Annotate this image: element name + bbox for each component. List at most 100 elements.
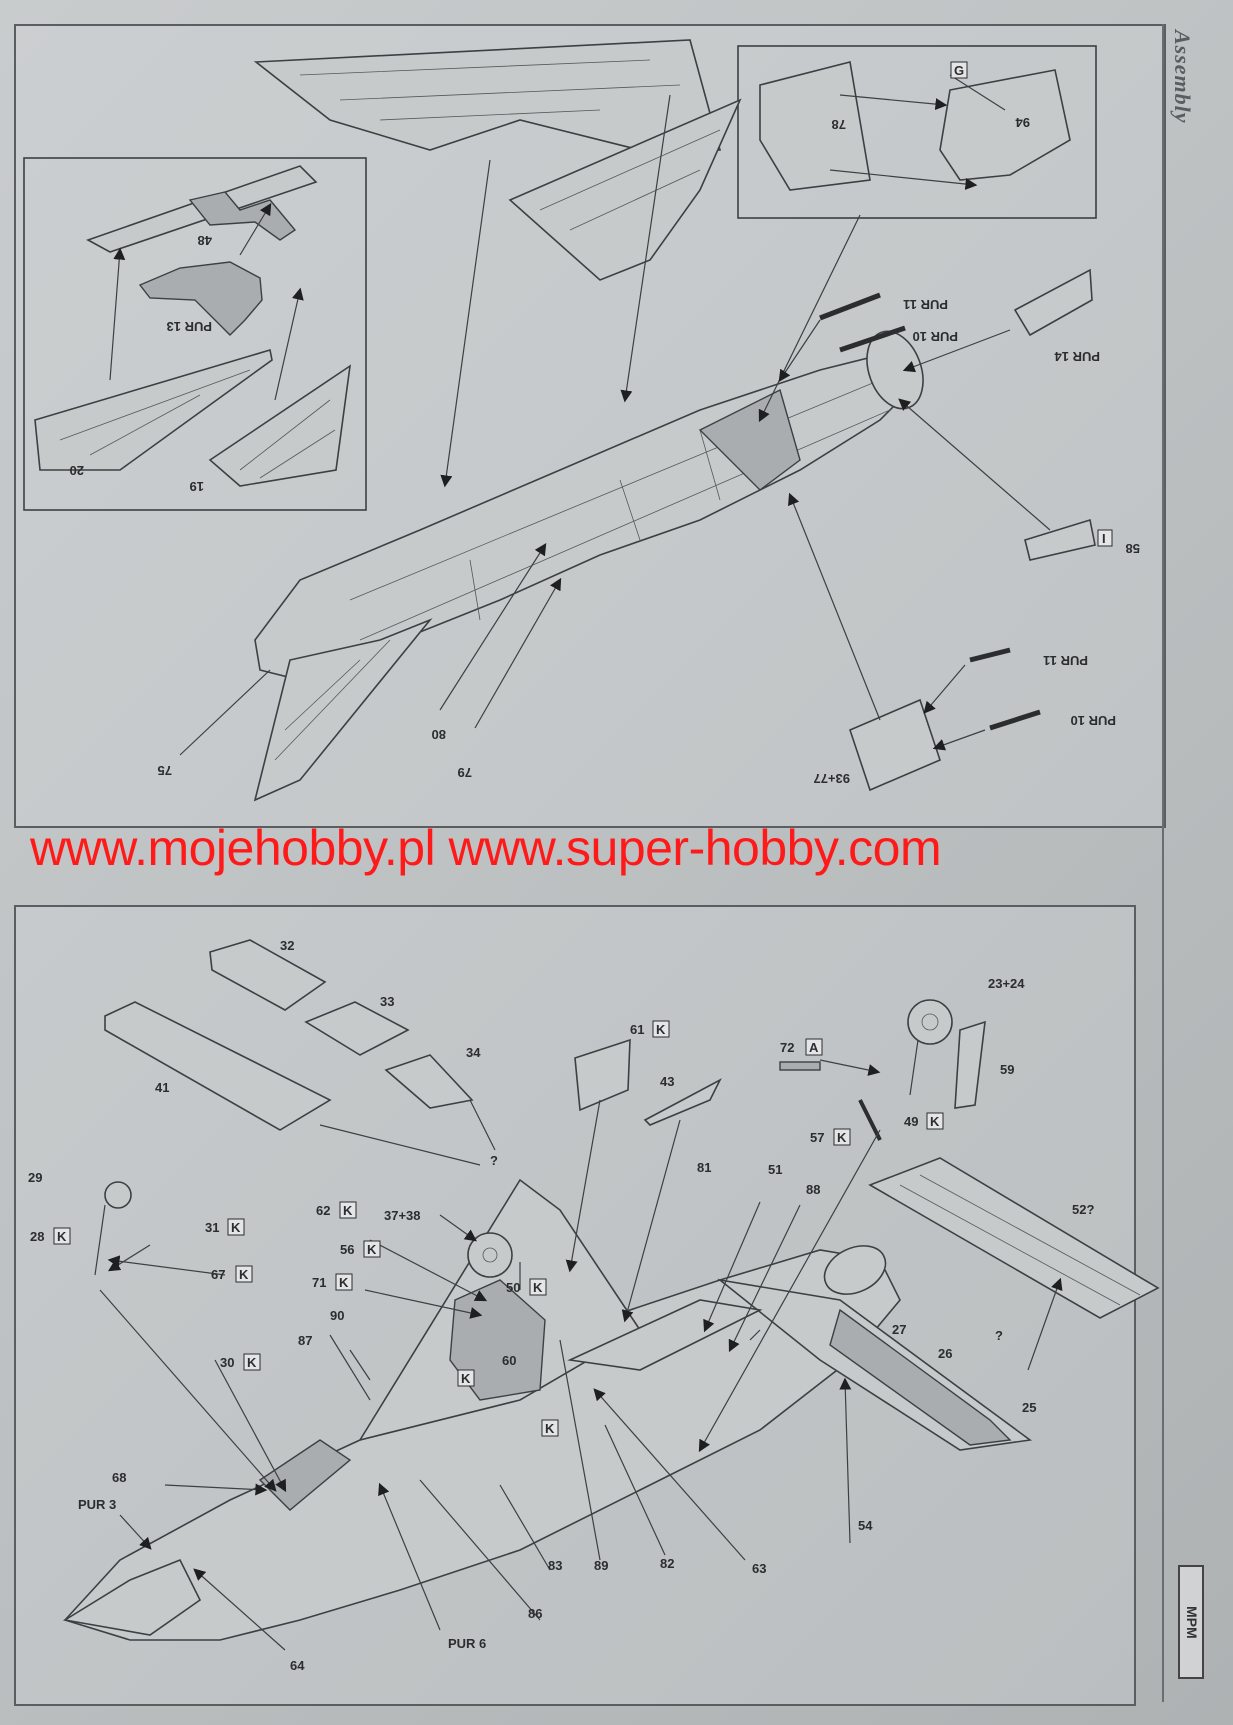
label-pur10-top: PUR 10 <box>912 329 958 344</box>
label-23-24: 23+24 <box>988 976 1025 991</box>
label-33: 33 <box>380 994 394 1009</box>
label-72: 72 <box>780 1040 794 1055</box>
label-29: 29 <box>28 1170 42 1185</box>
label-25: 25 <box>1022 1400 1036 1415</box>
badge-k-30: K <box>247 1355 257 1370</box>
badge-a-72: A <box>809 1040 819 1055</box>
wheel-37-38 <box>467 1232 513 1278</box>
label-87: 87 <box>298 1333 312 1348</box>
label-48: 48 <box>198 233 212 248</box>
label-94: 94 <box>1015 115 1030 130</box>
label-75: 75 <box>158 763 172 778</box>
label-i: I <box>1102 531 1106 546</box>
label-80: 80 <box>432 727 446 742</box>
label-61: 61 <box>630 1022 644 1037</box>
label-81: 81 <box>697 1160 711 1175</box>
label-31: 31 <box>205 1220 219 1235</box>
label-57: 57 <box>810 1130 824 1145</box>
pur11-strip-a <box>819 292 881 321</box>
nose-cone <box>62 1558 202 1636</box>
part-57 <box>858 1099 882 1141</box>
badge-k-67: K <box>239 1267 249 1282</box>
badge-k-49: K <box>930 1114 940 1129</box>
aileron-41 <box>104 1001 332 1131</box>
label-63: 63 <box>752 1561 766 1576</box>
label-box-g <box>950 61 968 79</box>
badge-k-31: K <box>231 1220 241 1235</box>
flap-25-26 <box>829 1308 1012 1446</box>
badge-k-71: K <box>339 1275 349 1290</box>
brand-logo: MPM <box>1178 1565 1204 1679</box>
label-90: 90 <box>330 1308 344 1323</box>
fuselage-nozzle-section <box>698 388 801 491</box>
part-43 <box>643 1078 722 1126</box>
nozzle-part-78 <box>759 61 871 191</box>
badge-k-gear: K <box>461 1371 471 1386</box>
badge-k-28: K <box>57 1229 67 1244</box>
wing-52 <box>868 1157 1160 1319</box>
panel-61 <box>574 1038 631 1112</box>
badge-k-56: K <box>367 1242 377 1257</box>
label-g: G <box>954 63 964 78</box>
nozzle-part-94 <box>939 69 1071 181</box>
label-19: 19 <box>190 479 204 494</box>
label-26: 26 <box>938 1346 952 1361</box>
inset-nozzle-box <box>737 45 1097 219</box>
pur14-cone <box>1013 268 1093 337</box>
label-20: 20 <box>70 463 84 478</box>
top-panel-labels: 48 PUR 13 20 19 78 94 PUR 11 PUR 10 PUR … <box>70 115 1140 786</box>
label-60: 60 <box>502 1353 516 1368</box>
pur10-strip-a <box>839 325 906 353</box>
badge-k-61: K <box>656 1022 666 1037</box>
label-28: 28 <box>30 1229 44 1244</box>
label-pur10-bottom: PUR 10 <box>1070 713 1116 728</box>
label-pur14: PUR 14 <box>1054 349 1100 364</box>
badge-k-57: K <box>837 1130 847 1145</box>
part-93-77 <box>849 698 941 792</box>
label-54: 54 <box>858 1518 873 1533</box>
label-pur6: PUR 6 <box>448 1636 486 1651</box>
pur10-strip-b <box>989 709 1041 731</box>
pur11-strip-b <box>969 647 1011 663</box>
letter-badges: K A K K K K K K K K K K K K <box>53 1020 944 1437</box>
stabilizer-20 <box>34 348 273 471</box>
tailpipe <box>823 1245 887 1295</box>
flap-33 <box>304 1001 410 1056</box>
label-67: 67 <box>211 1267 225 1282</box>
fuselage-main <box>254 349 922 681</box>
inset-tail-box <box>23 157 367 511</box>
flap-32 <box>209 939 327 1011</box>
label-30: 30 <box>220 1355 234 1370</box>
fin-19 <box>208 364 352 487</box>
label-83: 83 <box>548 1558 562 1573</box>
bottom-panel-labels: 32 33 34 41 61 43 72 23+24 59 57 49 ? 29… <box>28 938 1094 1673</box>
badge-k-50: K <box>533 1280 543 1295</box>
label-box-i <box>1097 529 1113 547</box>
label-58: 58 <box>1126 541 1140 556</box>
nose-wheel-29 <box>104 1181 132 1209</box>
pur13-insert <box>138 261 263 336</box>
sidebar-title: Assembly <box>1170 30 1195 124</box>
flap-34 <box>384 1054 474 1109</box>
label-pur11-bottom: PUR 11 <box>1043 653 1088 668</box>
label-79: 79 <box>458 765 472 780</box>
label-32: 32 <box>280 938 294 953</box>
label-41: 41 <box>155 1080 169 1095</box>
label-59: 59 <box>1000 1062 1014 1077</box>
label-51: 51 <box>768 1162 782 1177</box>
wing-lower <box>253 618 433 802</box>
badge-k-bay: K <box>545 1421 555 1436</box>
ventral-part-81 <box>567 1299 763 1371</box>
label-27: 27 <box>892 1322 906 1337</box>
wing-root-top <box>508 98 742 281</box>
part-72 <box>779 1061 821 1071</box>
label-question-2: ? <box>995 1328 1003 1343</box>
label-pur13: PUR 13 <box>166 319 212 334</box>
label-82: 82 <box>660 1556 674 1571</box>
label-89: 89 <box>594 1558 608 1573</box>
badge-k-62: K <box>343 1203 353 1218</box>
door-59 <box>954 1020 986 1109</box>
label-64: 64 <box>290 1658 305 1673</box>
label-68: 68 <box>112 1470 126 1485</box>
label-78: 78 <box>832 117 846 132</box>
